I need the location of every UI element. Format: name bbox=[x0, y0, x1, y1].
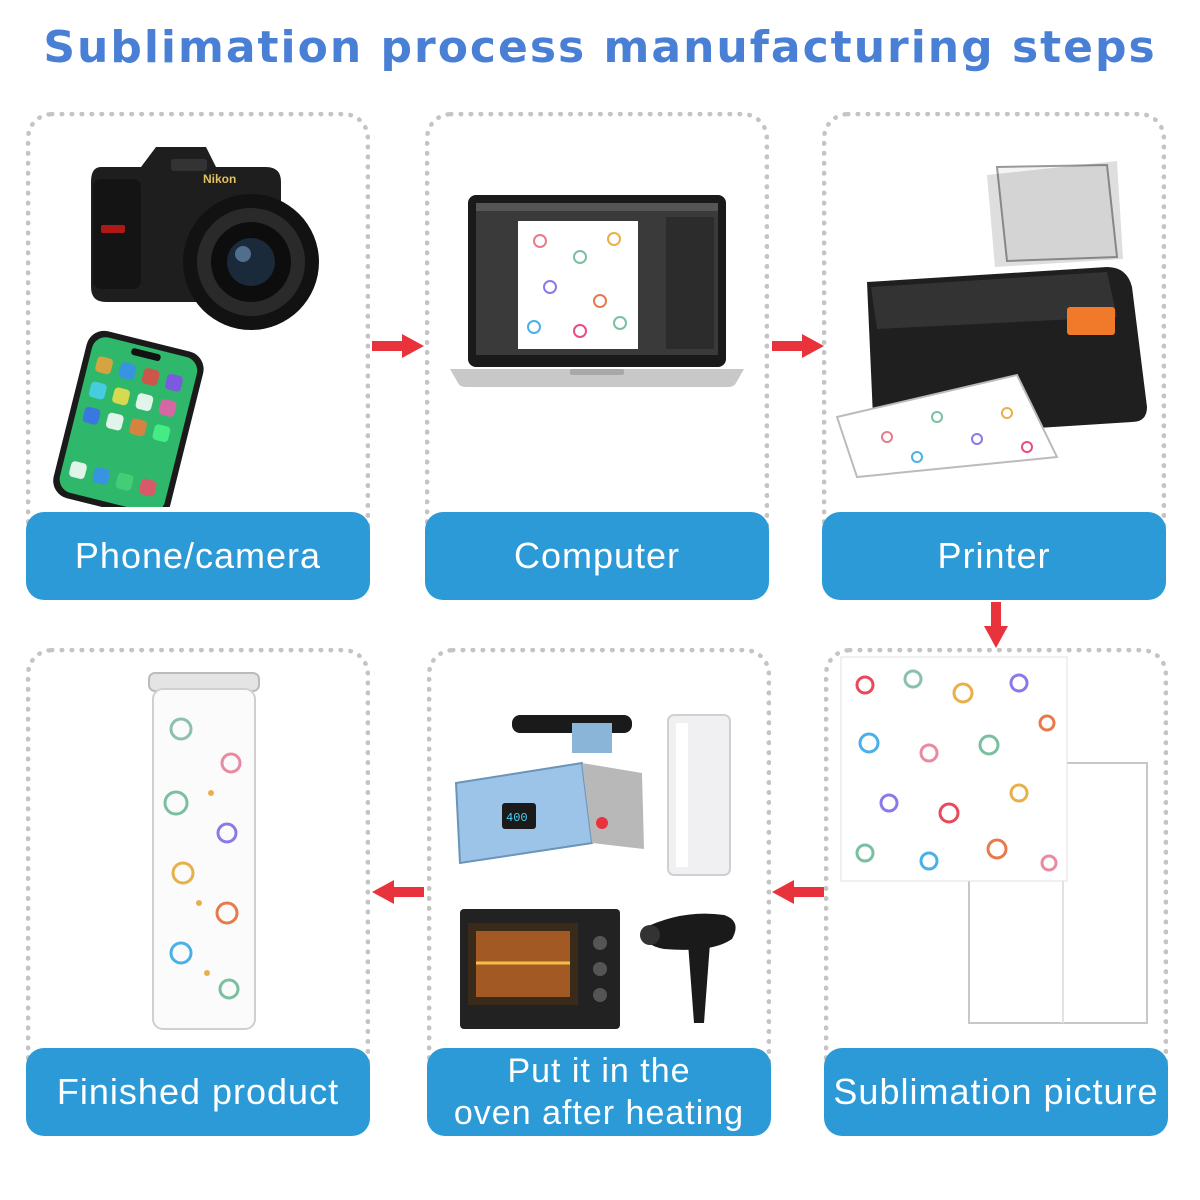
tumbler-icon bbox=[148, 672, 260, 1030]
laptop-illustration bbox=[450, 195, 744, 387]
svg-text:400: 400 bbox=[506, 811, 528, 825]
step-card-finished-product: Finished product bbox=[26, 648, 370, 1136]
camera-phone-illustration: Nikon bbox=[53, 147, 319, 507]
arrow-left-icon bbox=[772, 880, 824, 904]
oven-icon bbox=[460, 909, 620, 1029]
heating-equipment-illustration: 400 bbox=[454, 714, 736, 1029]
step-label-oven-heating: Put it in the oven after heating bbox=[427, 1048, 771, 1136]
laptop-icon bbox=[450, 195, 744, 387]
sublimation-paper-icon bbox=[840, 656, 1148, 1024]
step-card-phone-camera: Nikon bbox=[26, 112, 370, 600]
svg-text:Nikon: Nikon bbox=[203, 172, 236, 186]
arrow-down-icon bbox=[984, 602, 1008, 648]
camera-icon: Nikon bbox=[91, 147, 319, 330]
hair-dryer-icon bbox=[640, 913, 736, 1023]
tumbler-illustration bbox=[148, 672, 260, 1030]
shrink-wrap-sleeve-icon bbox=[667, 714, 731, 876]
step-label-computer: Computer bbox=[425, 512, 769, 600]
sublimation-paper-illustration bbox=[840, 656, 1148, 1024]
step-label-printer: Printer bbox=[822, 512, 1166, 600]
step-card-computer: Computer bbox=[425, 112, 769, 600]
page-title: Sublimation process manufacturing steps bbox=[43, 22, 1157, 73]
step-label-sublimation-picture: Sublimation picture bbox=[824, 1048, 1168, 1136]
printer-icon bbox=[835, 161, 1147, 479]
step-card-oven-heating: 400 Put it in the oven after heating bbox=[427, 648, 771, 1136]
step-label-phone-camera: Phone/camera bbox=[26, 512, 370, 600]
arrow-right-icon bbox=[372, 334, 424, 358]
heat-press-icon: 400 bbox=[454, 715, 644, 865]
step-card-sublimation-picture: Sublimation picture bbox=[824, 648, 1168, 1136]
smartphone-icon bbox=[53, 330, 204, 507]
step-card-printer: Printer bbox=[822, 112, 1166, 600]
printer-illustration bbox=[835, 161, 1147, 479]
arrow-left-icon bbox=[372, 880, 424, 904]
arrow-right-icon bbox=[772, 334, 824, 358]
step-label-finished-product: Finished product bbox=[26, 1048, 370, 1136]
